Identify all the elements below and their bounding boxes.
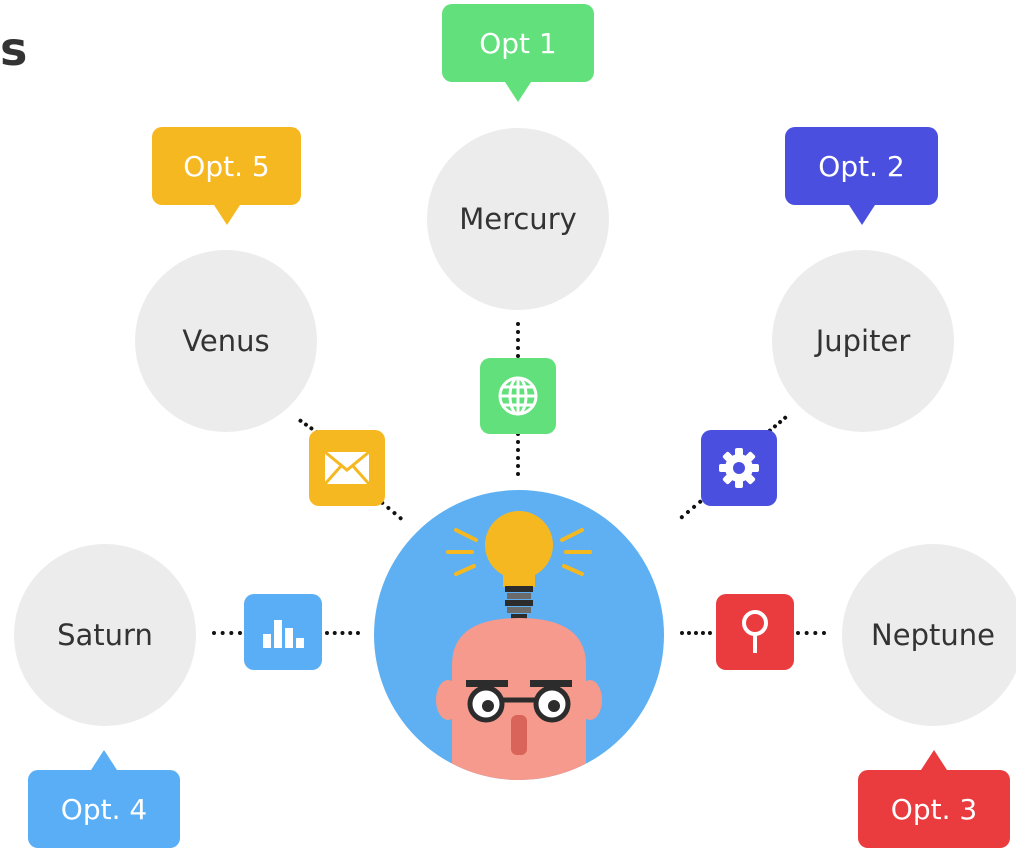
page-title: s [0,22,28,76]
gear-icon [701,430,777,506]
connector-saturn [325,631,360,635]
node-label: Saturn [57,618,153,652]
option-label: Opt. 5 [183,149,270,183]
node-mercury: Mercury [427,128,609,310]
option-bubble-2: Opt. 2 [785,127,938,225]
connector-neptune [680,631,712,635]
connector-saturn [212,631,242,635]
option-bubble-4: Opt. 4 [28,750,180,848]
bubble-pointer [921,750,947,770]
bubble-pointer [213,205,240,225]
node-label: Venus [182,324,270,358]
option-bubble-5: Opt. 5 [152,127,301,225]
bubble-pointer [505,82,531,102]
option-bubble-1: Opt 1 [442,4,594,102]
connector-venus [379,500,404,522]
option-label: Opt 1 [479,26,557,60]
node-saturn: Saturn [14,544,196,726]
option-label: Opt. 2 [818,149,905,183]
connector-mercury [516,322,520,358]
bubble-pointer [91,750,117,770]
node-jupiter: Jupiter [772,250,954,432]
node-label: Jupiter [815,324,911,358]
location-pin-icon [716,594,794,670]
connector-neptune [796,631,826,635]
option-label: Opt. 3 [890,792,978,826]
option-bubble-3: Opt. 3 [858,750,1010,848]
connector-jupiter [678,498,703,520]
envelope-icon [309,430,385,506]
node-label: Mercury [459,202,577,236]
option-label: Opt. 4 [60,792,148,826]
connector-mercury [516,432,520,476]
node-label: Neptune [871,618,995,652]
globe-icon [480,358,556,434]
idea-person-avatar [374,490,664,780]
bar-chart-icon [244,594,322,670]
node-neptune: Neptune [842,544,1016,726]
node-venus: Venus [135,250,317,432]
bubble-pointer [848,205,875,225]
